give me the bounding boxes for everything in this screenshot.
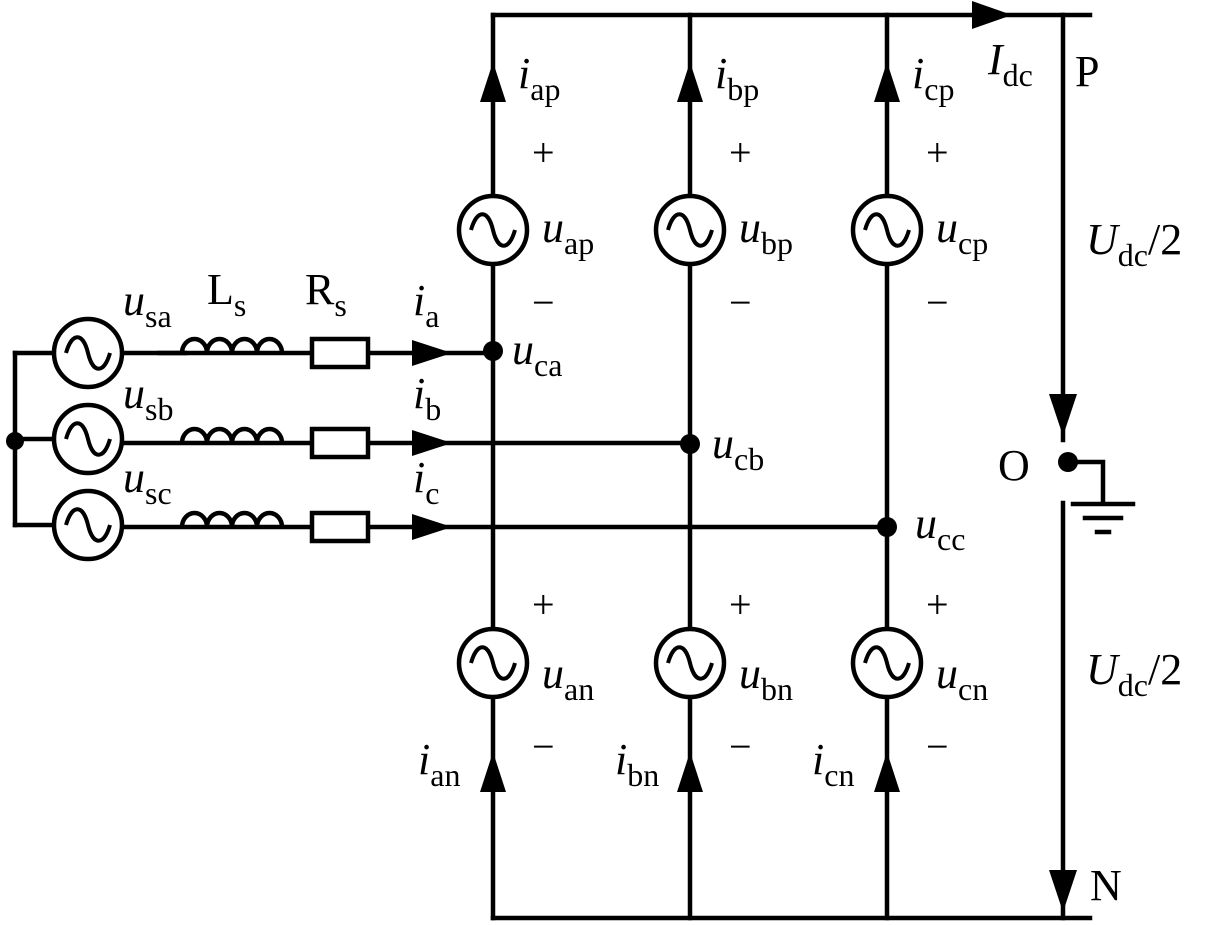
grid-source-c	[51, 488, 125, 562]
inductor-c	[179, 510, 285, 528]
negative-terminal-label: N	[1090, 861, 1122, 910]
arm-source-cn	[850, 626, 924, 700]
resistor-a	[309, 336, 371, 370]
arm-plus-an: +	[532, 582, 555, 627]
arm-plus-bn: +	[729, 582, 752, 627]
arm-current-label-bp: ibp	[715, 49, 759, 107]
lower-dc-voltage-label: Udc/2	[1086, 645, 1182, 703]
grid-source-b	[51, 402, 125, 476]
inductor-label: Ls	[207, 265, 246, 323]
arm-minus-an: −	[532, 724, 555, 769]
resistor-b	[309, 426, 371, 460]
resistor-c	[309, 510, 371, 544]
arm-voltage-label-cp: ucp	[936, 203, 988, 261]
arm-current-arrow-bn	[677, 752, 703, 792]
phase-current-arrow-b	[412, 430, 452, 456]
arm-source-cp	[850, 193, 924, 267]
dc-lower-voltage-arrow	[1049, 870, 1077, 912]
ground-icon	[1065, 459, 1136, 535]
ac-node-c	[877, 517, 897, 537]
arm-voltage-label-cn: ucn	[936, 649, 988, 707]
arm-plus-cp: +	[926, 130, 949, 175]
arm-minus-bn: −	[729, 724, 752, 769]
grid-source-label-a: usa	[123, 276, 172, 334]
arm-minus-ap: −	[532, 280, 555, 325]
arm-current-label-ap: iap	[518, 49, 560, 107]
dc-upper-voltage-arrow	[1049, 394, 1077, 436]
arm-minus-cn: −	[926, 724, 949, 769]
grid-source-label-c: usc	[123, 453, 172, 511]
arm-current-arrow-cn	[874, 752, 900, 792]
inductor-b	[179, 426, 285, 444]
arm-voltage-label-ap: uap	[542, 203, 594, 261]
arm-voltage-label-bp: ubp	[739, 203, 793, 261]
arm-current-label-cn: icn	[812, 735, 854, 793]
inductor-a	[157, 336, 285, 356]
arm-current-label-bn: ibn	[615, 735, 659, 793]
arm-minus-bp: −	[729, 280, 752, 325]
arm-current-arrow-cp	[874, 62, 900, 102]
arm-minus-cp: −	[926, 280, 949, 325]
dc-current-arrow	[972, 1, 1012, 29]
grid-source-label-b: usb	[123, 369, 173, 427]
arm-plus-ap: +	[532, 130, 555, 175]
ac-node-voltage-label-b: ucb	[712, 419, 764, 477]
arm-plus-bp: +	[729, 130, 752, 175]
arm-current-arrow-bp	[677, 62, 703, 102]
phase-current-label-b: ib	[413, 369, 441, 427]
phase-current-arrow-c	[412, 514, 452, 540]
arm-current-label-an: ian	[418, 735, 460, 793]
upper-dc-voltage-label: Udc/2	[1086, 215, 1182, 273]
ac-node-a	[483, 341, 503, 361]
resistor-label: Rs	[305, 265, 347, 323]
phase-current-label-c: ic	[413, 453, 439, 511]
phase-current-label-a: ia	[413, 276, 439, 334]
dc-current-label: Idc	[987, 35, 1033, 93]
ac-node-voltage-label-c: ucc	[915, 499, 965, 557]
grid-source-a	[51, 316, 125, 390]
arm-current-label-cp: icp	[912, 49, 954, 107]
ac-node-voltage-label-a: uca	[512, 325, 562, 383]
arm-plus-cn: +	[926, 582, 949, 627]
arm-current-arrow-an	[480, 752, 506, 792]
arm-source-bn	[653, 626, 727, 700]
arm-voltage-label-bn: ubn	[739, 649, 793, 707]
ac-node-b	[680, 434, 700, 454]
phase-current-arrow-a	[412, 340, 452, 366]
arm-source-ap	[456, 193, 530, 267]
arm-source-bp	[653, 193, 727, 267]
midpoint-label: O	[998, 441, 1030, 490]
positive-terminal-label: P	[1075, 47, 1099, 96]
arm-voltage-label-an: uan	[542, 649, 594, 707]
arm-current-arrow-ap	[480, 62, 506, 102]
neutral-node	[6, 432, 24, 450]
arm-source-an	[456, 626, 530, 700]
